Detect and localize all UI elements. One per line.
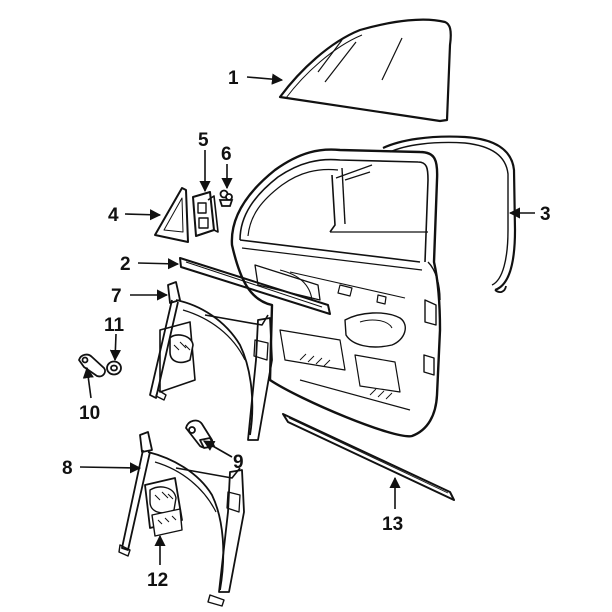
door-glass-part (278, 18, 452, 123)
regulator-motor-part (144, 477, 183, 537)
door-shell-part (230, 148, 442, 438)
knob-part (106, 360, 122, 376)
leader-10 (82, 366, 94, 399)
callout-9: 9 (233, 452, 244, 473)
callout-labels: 1 2 3 4 5 6 7 8 9 10 11 12 13 (62, 68, 551, 591)
callout-13: 13 (382, 514, 403, 535)
callout-2: 2 (120, 254, 131, 275)
lower-window-regulator-part (118, 431, 245, 607)
small-crank-part (78, 353, 106, 378)
leader-9 (203, 440, 233, 458)
callout-12: 12 (147, 570, 168, 591)
clip-part (218, 189, 234, 207)
callout-1: 1 (228, 68, 239, 89)
mirror-patch-part (154, 187, 189, 243)
callout-4: 4 (108, 205, 119, 226)
leader-2 (137, 258, 180, 270)
callout-3: 3 (540, 204, 551, 225)
leader-4 (124, 209, 162, 221)
guide-rail-part (282, 413, 455, 501)
upper-window-regulator-part (149, 281, 273, 441)
callout-6: 6 (221, 144, 232, 165)
callout-7: 7 (111, 286, 122, 307)
callout-11: 11 (104, 315, 125, 336)
door-seal-part (382, 135, 517, 293)
mirror-bracket-part (192, 191, 219, 237)
leader-11 (109, 333, 121, 362)
leader-1 (246, 73, 284, 85)
callout-8: 8 (62, 458, 73, 479)
callout-10: 10 (79, 403, 100, 424)
leader-8 (79, 462, 142, 474)
callout-leaders (79, 73, 535, 565)
callout-5: 5 (198, 130, 209, 151)
